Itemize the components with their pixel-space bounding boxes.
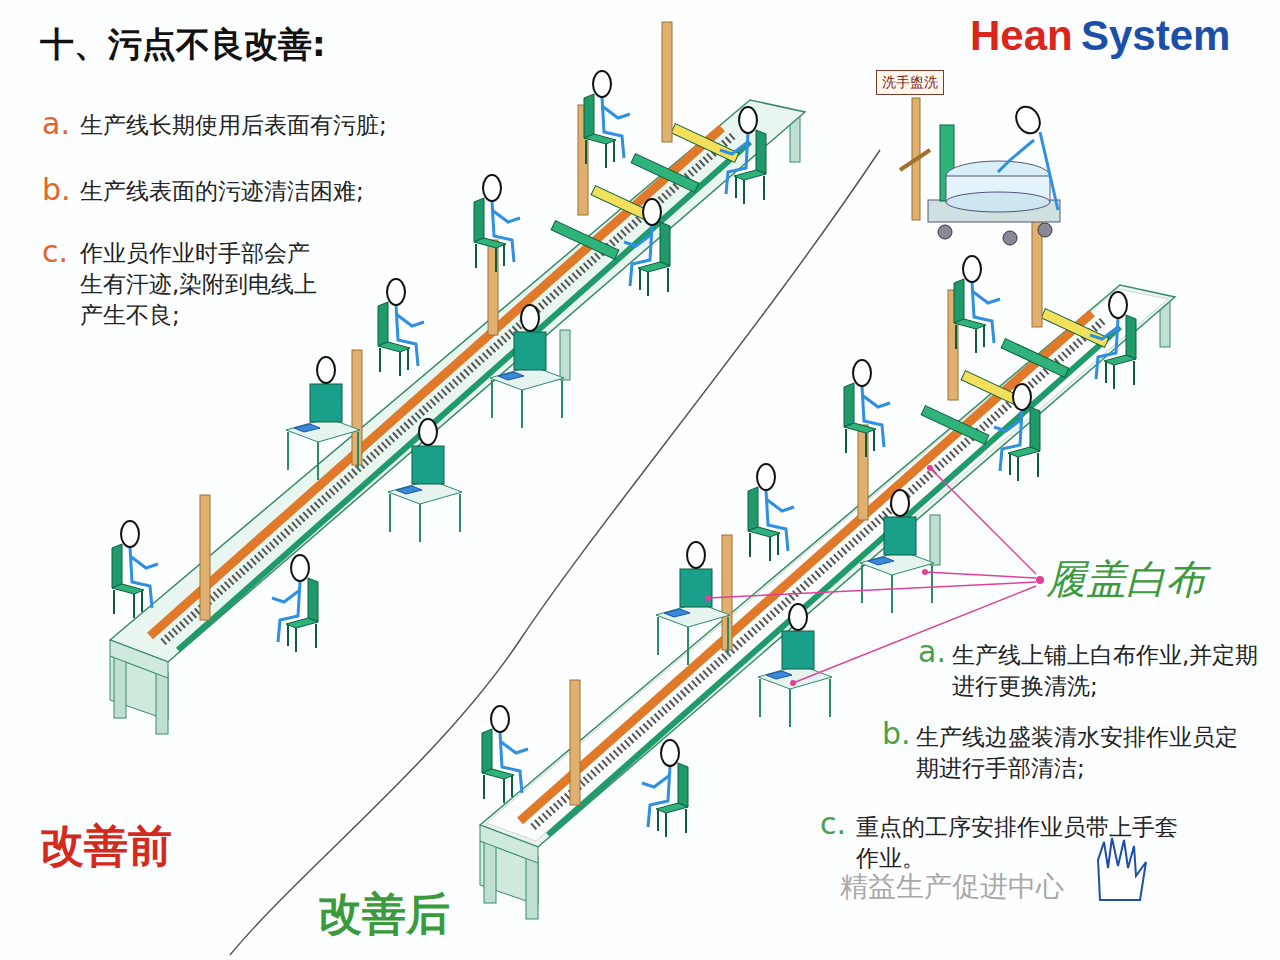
improvement-note: 重点的工序安排作业员带上手套作业。	[856, 812, 1196, 874]
title: 十、污点不良改善:	[40, 22, 326, 68]
after-label: 改善后	[318, 884, 450, 943]
problem-note: 生产线表面的污迹清洁困难;	[80, 176, 480, 207]
improvement-note: 生产线上铺上白布作业,并定期进行更换清洗;	[952, 640, 1272, 702]
watermark: 精益生产促进中心	[840, 868, 1064, 906]
sign-text: 洗手盥洗	[877, 73, 943, 91]
item-letter: a.	[42, 104, 70, 145]
item-letter: b.	[882, 714, 911, 755]
item-letter: c.	[820, 804, 846, 845]
item-letter: c.	[42, 232, 68, 273]
item-letter: a.	[918, 632, 946, 673]
before-label: 改善前	[40, 816, 172, 875]
improvement-note: 生产线边盛装清水安排作业员定期进行手部清洁;	[916, 722, 1246, 784]
problem-note: 生产线长期使用后表面有污脏;	[80, 110, 500, 141]
problem-note: 作业员作业时手部会产生有汗迹,染附到电线上产生不良;	[80, 238, 330, 331]
logo-text: Hean	[970, 8, 1073, 65]
item-letter: b.	[42, 170, 71, 211]
sign-board: 洗手盥洗	[876, 70, 944, 95]
logo-text: System	[1081, 8, 1230, 65]
callout-label: 履盖白布	[1046, 552, 1206, 606]
